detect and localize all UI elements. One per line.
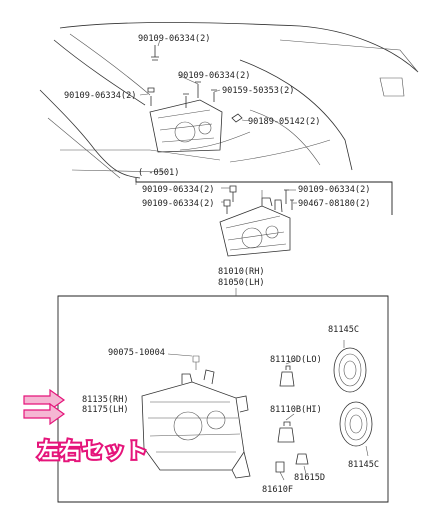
label-screw-right: 90189-05142(2) bbox=[248, 117, 320, 127]
mid-bracket-group bbox=[135, 178, 393, 257]
socket bbox=[275, 461, 285, 481]
label-mid-bolt-a: 90109-06334(2) bbox=[142, 185, 214, 195]
label-mid-clip: 90467-08180(2) bbox=[298, 199, 370, 209]
assembly-box bbox=[57, 295, 389, 503]
label-bolt-mid: 90109-06334(2) bbox=[178, 71, 250, 81]
label-unit-rh: 81135(RH) bbox=[82, 395, 129, 405]
car-body-drawing bbox=[39, 22, 419, 179]
label-bolt-left: 90109-06334(2) bbox=[64, 91, 136, 101]
label-unit-lh: 81175(LH) bbox=[82, 405, 129, 415]
label-bulb-lo: 81110D(LO) bbox=[270, 355, 322, 365]
label-date-range: ( -0501) bbox=[138, 168, 179, 178]
label-socket: 81610F bbox=[262, 485, 293, 495]
label-mid-bolt-c: 90109-06334(2) bbox=[298, 185, 370, 195]
headlight-assembly bbox=[141, 353, 251, 479]
label-grommet: 90075-10004 bbox=[108, 348, 165, 358]
cover-top bbox=[333, 340, 367, 393]
label-assy-rh: 81010(RH) bbox=[218, 267, 265, 277]
bulb-hi bbox=[277, 413, 295, 443]
cover-bottom bbox=[339, 401, 373, 457]
label-bolt-top: 90109-06334(2) bbox=[138, 34, 210, 44]
pink-arrows bbox=[23, 388, 66, 426]
bulb-lo bbox=[279, 359, 297, 387]
label-bulb-hi: 81110B(HI) bbox=[270, 405, 322, 415]
bulb-small bbox=[295, 453, 309, 475]
label-assy-lh: 81050(LH) bbox=[218, 278, 265, 288]
label-bulb-small: 81615D bbox=[294, 473, 325, 483]
set-badge: 左右セット bbox=[38, 439, 148, 463]
label-cover-top: 81145C bbox=[328, 325, 359, 335]
label-mid-bolt-b: 90109-06334(2) bbox=[142, 199, 214, 209]
label-screw-mid: 90159-50353(2) bbox=[222, 86, 294, 96]
label-cover-bottom: 81145C bbox=[348, 460, 379, 470]
